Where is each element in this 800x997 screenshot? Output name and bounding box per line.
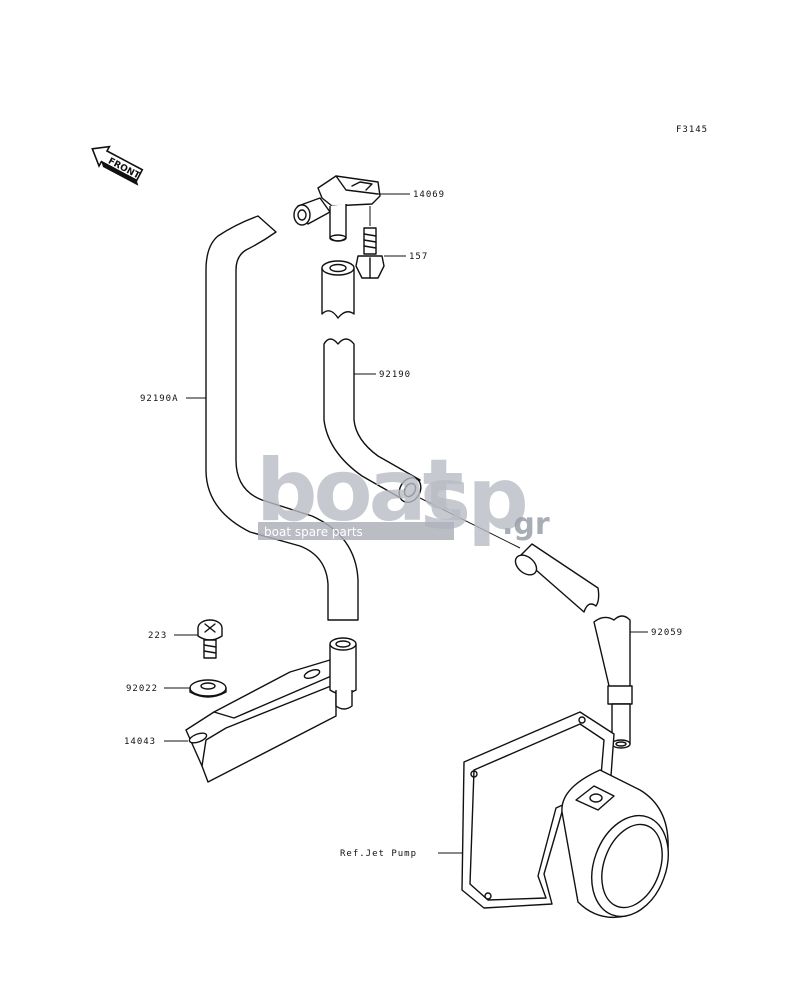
watermark-tagline: boat spare parts: [264, 525, 363, 539]
washer-92022: [189, 679, 227, 698]
screw-223: [197, 619, 223, 659]
figure-code: F3145: [676, 125, 708, 135]
bracket-14043: [185, 637, 357, 783]
callout-92190A: 92190A: [140, 394, 179, 404]
jet-pump-housing: [461, 711, 669, 919]
hose-segment-upper: [514, 543, 600, 613]
hose-92190: [323, 338, 422, 504]
front-arrow-icon: FRONT: [91, 145, 144, 186]
callout-jet-pump: Ref.Jet Pump: [340, 849, 417, 859]
callout-92022: 92022: [126, 684, 158, 694]
callout-157: 157: [409, 252, 428, 262]
fitting-14069: [293, 175, 381, 242]
callout-223: 223: [148, 631, 167, 641]
hose-short-segment: [321, 260, 355, 319]
hose-92190A: [205, 215, 359, 621]
watermark-tld: .gr: [502, 507, 550, 542]
callout-14069: 14069: [413, 190, 445, 200]
callout-92059: 92059: [651, 628, 683, 638]
watermark-logo: boat sp .gr boat spare parts: [256, 441, 550, 549]
callout-14043: 14043: [124, 737, 156, 747]
callout-92190: 92190: [379, 370, 411, 380]
hose-92059: [593, 615, 633, 749]
bolt-157: [355, 206, 385, 279]
